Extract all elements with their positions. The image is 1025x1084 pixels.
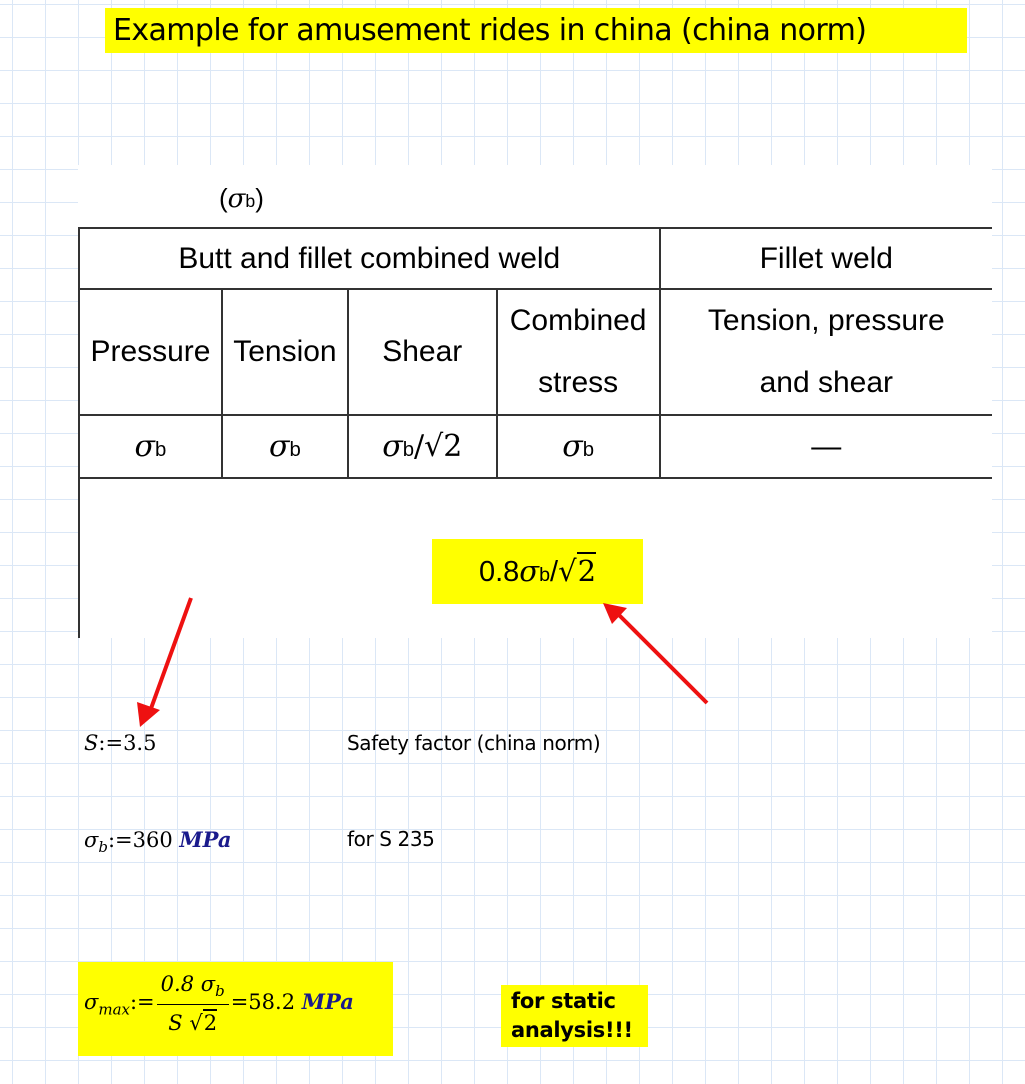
page-title: Example for amusement rides in china (ch… [105,8,967,53]
group-header-fillet: Fillet weld [658,227,992,290]
sigma-b-note[interactable]: for S 235 [347,827,435,851]
value-shear: σb/√2 [346,414,498,479]
sigma-b-definition[interactable]: σb:=360 MPa [84,827,232,857]
sqrt-symbol: √2 [558,552,597,588]
group-header-butt-fillet: Butt and fillet combined weld [78,227,661,290]
col-header-tension: Tension [220,288,349,416]
value-pressure: σb [78,414,223,479]
value-combined-stress: σb [495,414,661,479]
table-group-header-row: Butt and fillet combined weld Fillet wel… [78,227,992,290]
col-header-shear: Shear [346,288,498,416]
static-analysis-callout: for static analysis!!! [501,985,648,1047]
col-header-pressure: Pressure [78,288,223,416]
weld-stress-table-image: (σb) Butt and fillet combined weld Fille… [78,165,992,638]
table-value-row: σb σb σb/√2 σb — [78,414,992,479]
safety-factor-definition[interactable]: S:=3.5 [84,731,157,755]
table-left-border [78,477,80,638]
safety-factor-note[interactable]: Safety factor (china norm) [347,731,601,755]
table-caption: (σb) [219,183,264,214]
fillet-weld-formula-highlight: 0.8σb/√2 [432,539,643,604]
value-tension: σb [220,414,349,479]
value-fillet: — [658,414,992,479]
weld-stress-table: Butt and fillet combined weld Fillet wel… [78,227,992,479]
